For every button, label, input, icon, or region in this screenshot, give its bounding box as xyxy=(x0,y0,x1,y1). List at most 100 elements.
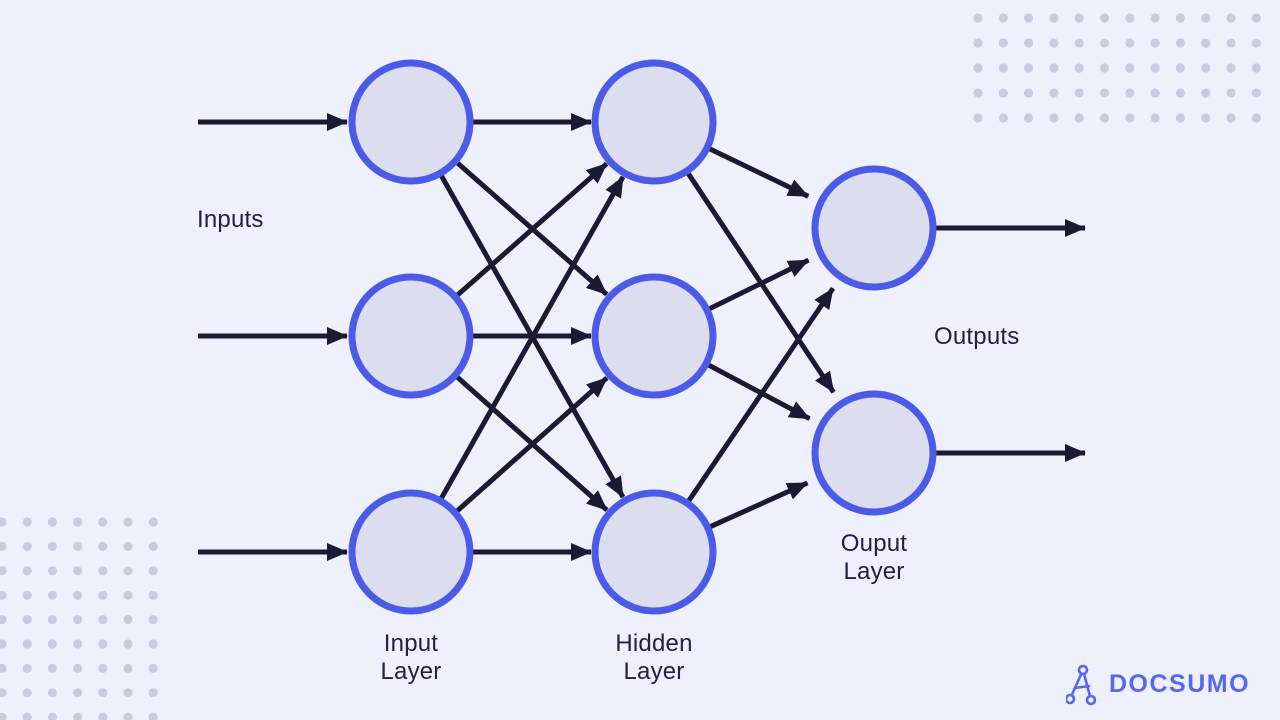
decorative-dot xyxy=(0,517,7,527)
docsumo-logo: DOCSUMO xyxy=(1066,662,1250,706)
decorative-dot xyxy=(1150,113,1160,123)
decorative-dot xyxy=(0,541,7,551)
connection-arrow-hidden-2-to-output-0 xyxy=(682,286,836,508)
docsumo-logo-icon xyxy=(1066,664,1096,706)
decorative-dot xyxy=(47,517,58,527)
decorative-dot xyxy=(998,38,1008,48)
decorative-dot xyxy=(0,688,7,698)
decorative-dot xyxy=(973,88,983,98)
decorative-dot xyxy=(1125,13,1135,23)
decorative-dot xyxy=(0,566,7,576)
decorative-dot xyxy=(1024,113,1034,123)
decorative-dot xyxy=(1226,113,1236,123)
connection-arrow-hidden-2-to-output-1 xyxy=(703,480,809,532)
decorative-dot xyxy=(1024,13,1034,23)
docsumo-logo-text: DOCSUMO xyxy=(1109,669,1251,698)
decorative-dot xyxy=(73,712,83,720)
decorative-dot xyxy=(73,639,83,649)
decorative-dot xyxy=(73,541,83,552)
decorative-dot xyxy=(1099,38,1110,48)
decorative-dot xyxy=(1125,63,1135,73)
decorative-dot xyxy=(73,663,83,674)
hidden-node-2 xyxy=(591,273,717,399)
decorative-dot xyxy=(1099,63,1110,73)
decorative-dot xyxy=(22,590,32,600)
decorative-dot xyxy=(47,541,58,552)
decorative-dot xyxy=(1226,38,1236,48)
decorative-dot xyxy=(123,639,133,649)
input-layer-label-line1: Input xyxy=(383,630,439,657)
connection-arrow-hidden-1-to-output-1 xyxy=(701,359,811,421)
decorative-dot xyxy=(1201,88,1211,98)
decorative-dot xyxy=(1175,13,1185,23)
decorative-dot xyxy=(98,688,108,698)
decorative-dot xyxy=(22,566,32,576)
connection-arrow-input-2-to-hidden-1 xyxy=(450,375,609,518)
decorative-dot xyxy=(1099,13,1110,23)
decorative-dot xyxy=(1024,63,1034,73)
decorative-dot xyxy=(1175,113,1185,123)
decorative-dot xyxy=(98,590,108,600)
decorative-dot xyxy=(22,712,32,720)
decorative-dot xyxy=(1175,88,1185,98)
decorative-dot xyxy=(98,663,108,674)
decorative-dot xyxy=(73,566,83,576)
decorative-dot xyxy=(1251,88,1261,98)
connection-arrow-hidden-0-to-output-0 xyxy=(702,143,810,199)
decorative-dot xyxy=(998,88,1008,98)
decorative-dot xyxy=(73,615,83,625)
decorative-dot xyxy=(1024,38,1034,48)
input-layer-label-line2: Layer xyxy=(380,658,442,685)
output-layer-label: Ouput Layer xyxy=(774,530,974,586)
decorative-dot xyxy=(1226,13,1236,23)
decorative-dot xyxy=(0,712,7,720)
decorative-dot xyxy=(1150,13,1160,23)
output-node-1 xyxy=(811,165,937,291)
outputs-label: Outputs xyxy=(934,323,1020,350)
hidden-layer-label-line1: Hidden xyxy=(615,630,693,657)
decorative-dot xyxy=(22,688,32,698)
input-layer-label: Input Layer xyxy=(311,630,511,686)
decorative-dot xyxy=(1201,63,1211,73)
decorative-dot xyxy=(973,63,983,73)
connection-arrow-input-1-to-hidden-0 xyxy=(450,161,609,302)
decorative-dot xyxy=(1074,38,1084,48)
decorative-dot xyxy=(47,663,58,674)
decorative-dot xyxy=(1074,63,1084,73)
decorative-dot xyxy=(1049,38,1059,48)
decorative-dot xyxy=(1099,113,1110,123)
decorative-dot xyxy=(98,566,108,576)
decorative-dot xyxy=(998,63,1008,73)
decorative-dot xyxy=(47,712,57,720)
decorative-dot xyxy=(1226,63,1236,73)
decorative-dot xyxy=(148,590,158,600)
decorative-dot xyxy=(973,113,983,123)
decorative-dot xyxy=(1251,38,1261,48)
decorative-dot xyxy=(98,639,108,649)
decorative-dot xyxy=(47,566,58,576)
hidden-layer-label-line2: Layer xyxy=(623,658,685,685)
output-node-2 xyxy=(811,390,937,516)
decorative-dot xyxy=(73,590,83,600)
decorative-dot xyxy=(123,517,133,527)
hidden-layer-label: Hidden Layer xyxy=(554,630,754,686)
decorative-dot xyxy=(998,113,1008,123)
decorative-dot xyxy=(973,13,983,23)
decorative-dot xyxy=(47,639,58,649)
output-layer-label-line1: Ouput xyxy=(840,530,908,557)
decorative-dot xyxy=(0,615,7,625)
decorative-dot xyxy=(123,712,133,720)
input-node-2 xyxy=(348,273,474,399)
decorative-dot xyxy=(22,541,32,552)
decorative-dot xyxy=(1049,13,1059,23)
decorative-dot xyxy=(148,688,158,698)
decorative-dot xyxy=(1074,88,1084,98)
decorative-dot xyxy=(1150,38,1160,48)
inputs-label: Inputs xyxy=(197,206,264,233)
decorative-dot xyxy=(148,712,158,720)
decorative-dot xyxy=(1175,63,1185,73)
decorative-dot xyxy=(98,712,108,720)
decorative-dot xyxy=(0,663,7,673)
